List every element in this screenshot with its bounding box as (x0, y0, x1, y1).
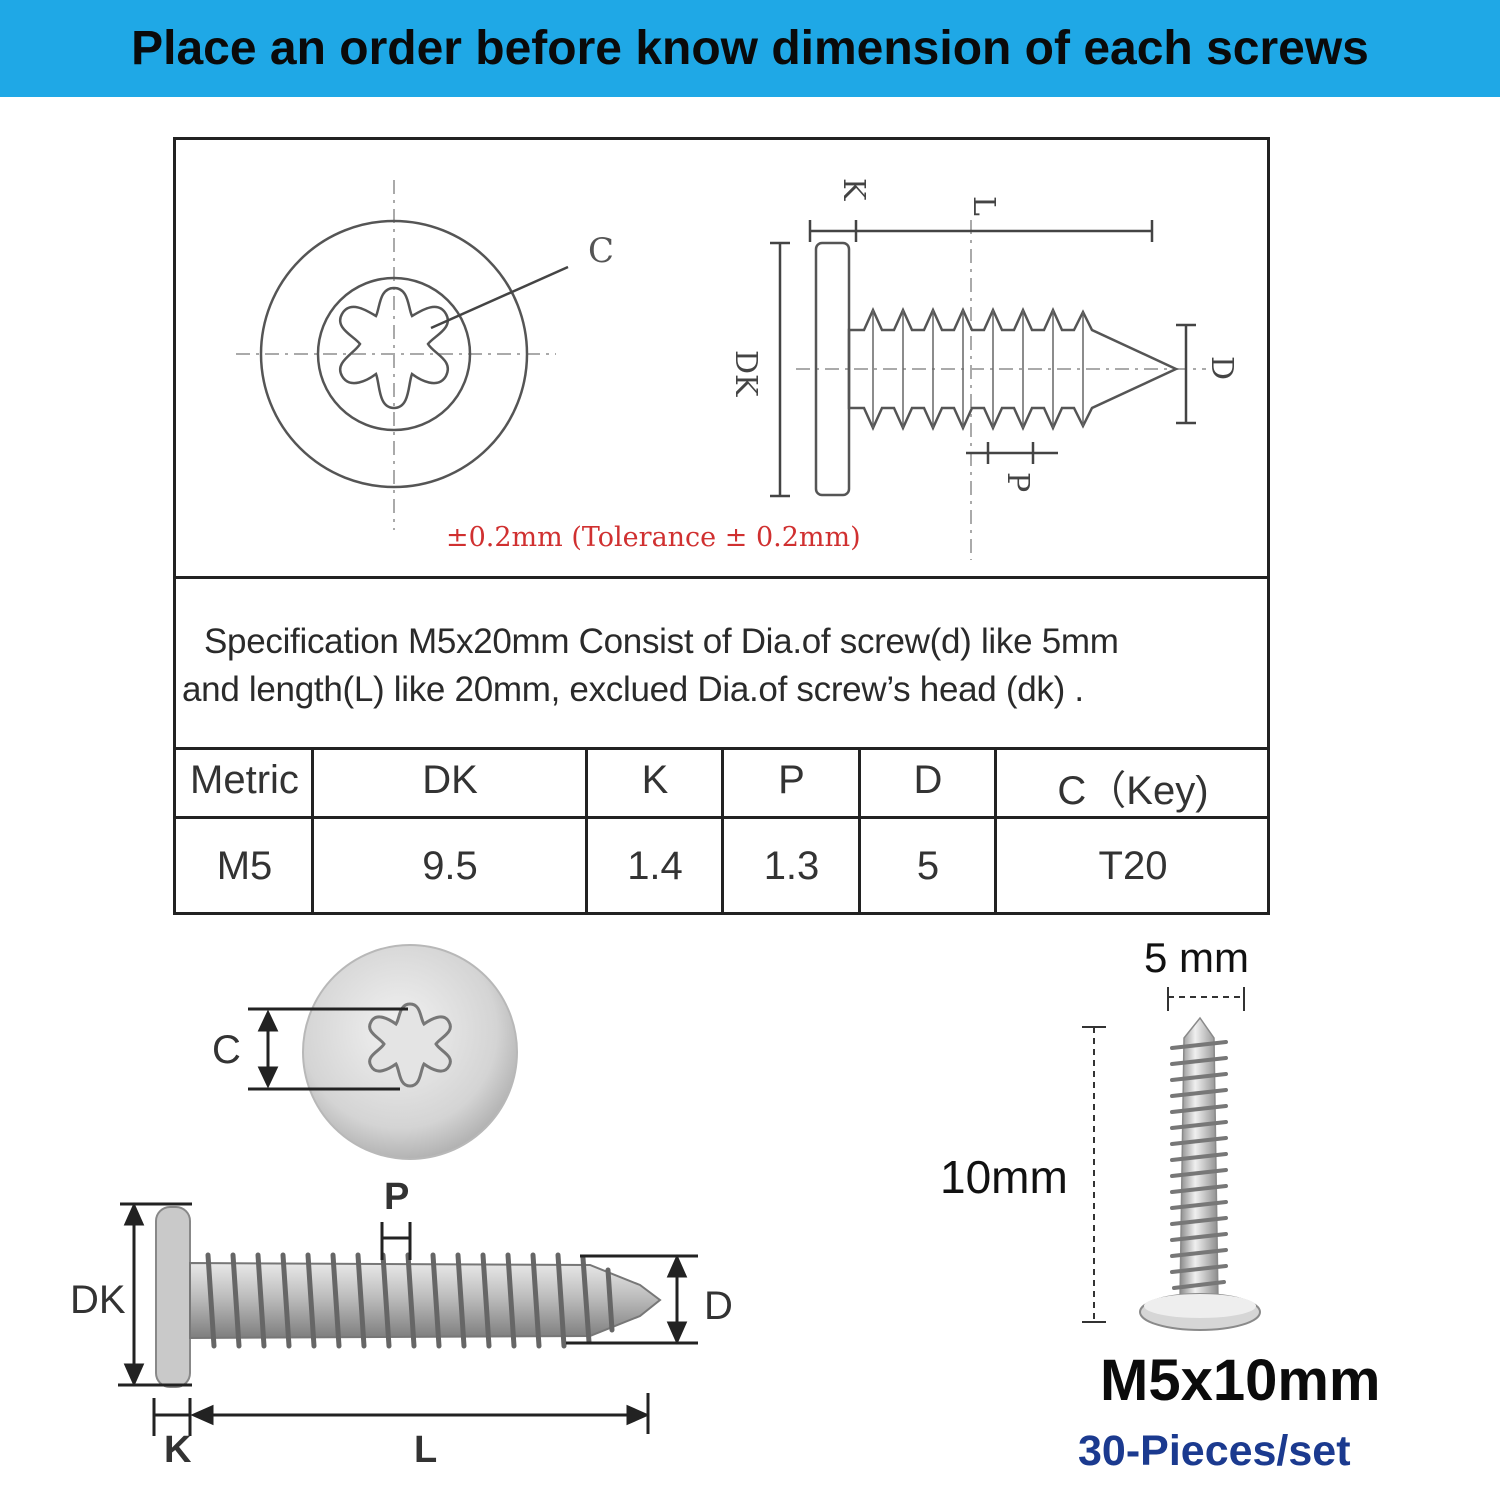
header-dk: DK (422, 758, 478, 802)
product-length-label: 10mm (940, 1151, 1068, 1203)
product-quantity: 30-Pieces/set (1078, 1427, 1351, 1475)
head-inner-circle (316, 276, 472, 432)
label-l: L (966, 196, 1001, 216)
photo-label-l: L (414, 1429, 438, 1471)
header-metric: Metric (190, 758, 299, 802)
cell-metric: M5 (216, 844, 273, 888)
photo-product-screw (1082, 987, 1261, 1331)
banner-title: Place an order before know dimension of … (131, 22, 1369, 75)
c-leader-line (430, 265, 569, 330)
technical-drawing: C (236, 178, 1239, 560)
header-c-key: C（Key) (1057, 769, 1209, 813)
product-name: M5x10mm (1100, 1348, 1381, 1413)
label-p: P (1000, 472, 1035, 492)
photo-label-c: C (212, 1028, 241, 1072)
photo-label-p: P (384, 1176, 410, 1218)
header-p: P (778, 758, 805, 802)
product-width-label: 5 mm (1144, 934, 1249, 981)
specification-box: C (173, 137, 1270, 915)
title-banner (0, 0, 1500, 97)
photo-label-d: D (704, 1284, 733, 1328)
tolerance-note: ±0.2mm (Tolerance ± 0.2mm) (446, 522, 861, 553)
screw-thread-profile (847, 306, 1179, 432)
photo-screw-side (155, 1206, 662, 1388)
photo-label-dk: DK (70, 1278, 126, 1322)
cell-p: 1.3 (763, 844, 820, 888)
divider-drawing (176, 576, 1267, 579)
cell-d: 5 (916, 844, 940, 888)
specification-text: Specification M5x20mm Consist of Dia.of … (182, 618, 1262, 714)
torx-recess (338, 286, 450, 410)
photo-torx-recess (368, 1002, 452, 1088)
photo-dimension-lines (118, 1202, 698, 1436)
head-top-view (236, 180, 569, 530)
header-k: K (641, 758, 669, 802)
specification-line-1: Specification M5x20mm Consist of Dia.of … (204, 622, 1119, 661)
head-outer-circle (259, 219, 529, 489)
label-dk: DK (728, 350, 763, 397)
cell-k: 1.4 (627, 844, 683, 888)
cell-c-key: T20 (1098, 844, 1168, 888)
label-c: C (588, 231, 614, 271)
header-d: D (913, 758, 943, 802)
label-d: D (1204, 356, 1239, 380)
photo-label-k: K (164, 1429, 192, 1471)
cell-dk: 9.5 (422, 844, 478, 888)
photo-c-dimension (248, 1007, 408, 1091)
specification-line-2: and length(L) like 20mm, exclued Dia.of … (182, 670, 1084, 709)
label-k: K (836, 178, 871, 201)
screw-side-view (770, 220, 1206, 560)
